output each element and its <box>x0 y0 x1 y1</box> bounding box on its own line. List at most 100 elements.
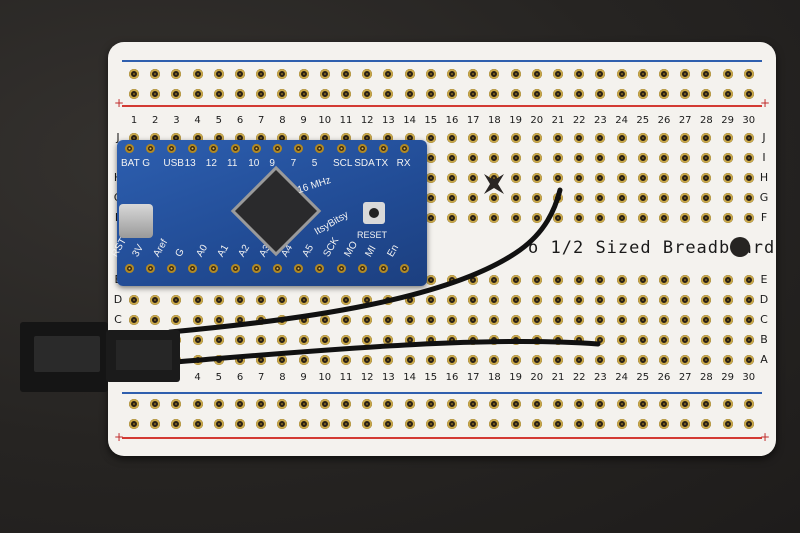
rail-hole <box>404 69 415 79</box>
column-number: 4 <box>194 372 201 383</box>
pcb-pin <box>230 263 240 273</box>
terminal-hole <box>680 295 691 305</box>
rail-hole <box>510 419 521 429</box>
plus-sign-bottom-left: + <box>114 430 125 444</box>
terminal-hole <box>404 133 415 143</box>
terminal-hole <box>489 295 500 305</box>
terminal-hole <box>743 153 754 163</box>
terminal-hole <box>659 153 669 163</box>
rail-hole <box>150 69 161 79</box>
rail-hole <box>680 69 691 79</box>
bottom-rail-red-line <box>122 437 762 439</box>
terminal-hole <box>637 275 648 285</box>
terminal-hole <box>680 315 691 325</box>
rail-hole <box>129 69 139 79</box>
terminal-hole <box>383 355 394 365</box>
column-number: 16 <box>445 372 459 383</box>
rail-hole <box>362 419 373 429</box>
terminal-hole <box>680 193 691 203</box>
terminal-hole <box>553 295 563 305</box>
rail-hole <box>171 89 182 99</box>
column-number: 9 <box>300 372 307 383</box>
terminal-hole <box>743 275 754 285</box>
rail-hole <box>192 89 203 99</box>
column-number: 13 <box>382 372 395 383</box>
terminal-hole <box>298 133 309 143</box>
rail-hole <box>680 419 691 429</box>
terminal-hole <box>129 315 139 325</box>
pcb-pin <box>378 263 388 273</box>
pin-label-bottom: A2 <box>236 242 253 259</box>
terminal-hole <box>616 193 627 203</box>
terminal-hole <box>722 213 733 223</box>
terminal-hole <box>553 153 563 163</box>
terminal-hole <box>447 133 457 143</box>
terminal-hole <box>637 213 648 223</box>
pin-label-top: 11 <box>227 158 238 169</box>
pcb-pin <box>357 263 367 273</box>
column-number: 22 <box>572 115 586 126</box>
terminal-hole <box>616 295 627 305</box>
column-number: 23 <box>594 115 607 126</box>
terminal-hole <box>489 275 500 285</box>
terminal-hole <box>701 275 712 285</box>
pin-label-top: 7 <box>290 158 297 169</box>
column-number: 8 <box>279 115 286 126</box>
rail-hole <box>362 399 373 409</box>
terminal-hole <box>192 315 203 325</box>
terminal-hole <box>213 315 224 325</box>
terminal-hole <box>701 295 712 305</box>
terminal-hole <box>637 133 648 143</box>
rail-hole <box>574 69 585 79</box>
column-number: 20 <box>530 115 544 126</box>
terminal-hole <box>425 193 436 203</box>
terminal-hole <box>277 335 288 345</box>
column-number: 8 <box>279 372 286 383</box>
rail-hole <box>362 89 373 99</box>
terminal-hole <box>341 133 351 143</box>
rail-hole <box>425 399 436 409</box>
row-letter: D <box>113 293 123 306</box>
column-number: 4 <box>194 115 201 126</box>
terminal-hole <box>298 355 309 365</box>
terminal-hole <box>595 213 606 223</box>
rail-hole <box>150 419 161 429</box>
pcb-pin <box>272 263 282 273</box>
column-number: 5 <box>215 372 222 383</box>
terminal-hole <box>680 213 691 223</box>
pcb-pin <box>336 263 346 273</box>
terminal-hole <box>341 315 351 325</box>
terminal-hole <box>743 335 754 345</box>
column-number: 7 <box>258 372 265 383</box>
terminal-hole <box>447 315 457 325</box>
terminal-hole <box>659 275 669 285</box>
column-number: 12 <box>360 372 374 383</box>
rail-hole <box>574 419 585 429</box>
terminal-hole <box>235 335 245 345</box>
terminal-hole <box>531 153 542 163</box>
row-letter: B <box>760 333 768 346</box>
terminal-hole <box>468 275 479 285</box>
terminal-hole <box>637 315 648 325</box>
usb-port <box>119 204 153 238</box>
rail-hole <box>701 89 712 99</box>
rail-hole <box>404 89 415 99</box>
terminal-hole <box>447 173 457 183</box>
terminal-hole <box>468 133 479 143</box>
column-number: 15 <box>424 372 438 383</box>
column-number: 25 <box>636 372 650 383</box>
rail-hole <box>489 89 500 99</box>
terminal-hole <box>553 355 563 365</box>
pcb-pin <box>209 263 219 273</box>
terminal-hole <box>574 133 585 143</box>
rail-hole <box>680 89 691 99</box>
terminal-hole <box>192 335 203 345</box>
rail-hole <box>235 69 245 79</box>
rail-hole <box>213 69 224 79</box>
rail-hole <box>468 419 479 429</box>
rail-hole <box>659 89 669 99</box>
terminal-hole <box>256 133 267 143</box>
rail-hole <box>319 399 330 409</box>
terminal-hole <box>637 173 648 183</box>
